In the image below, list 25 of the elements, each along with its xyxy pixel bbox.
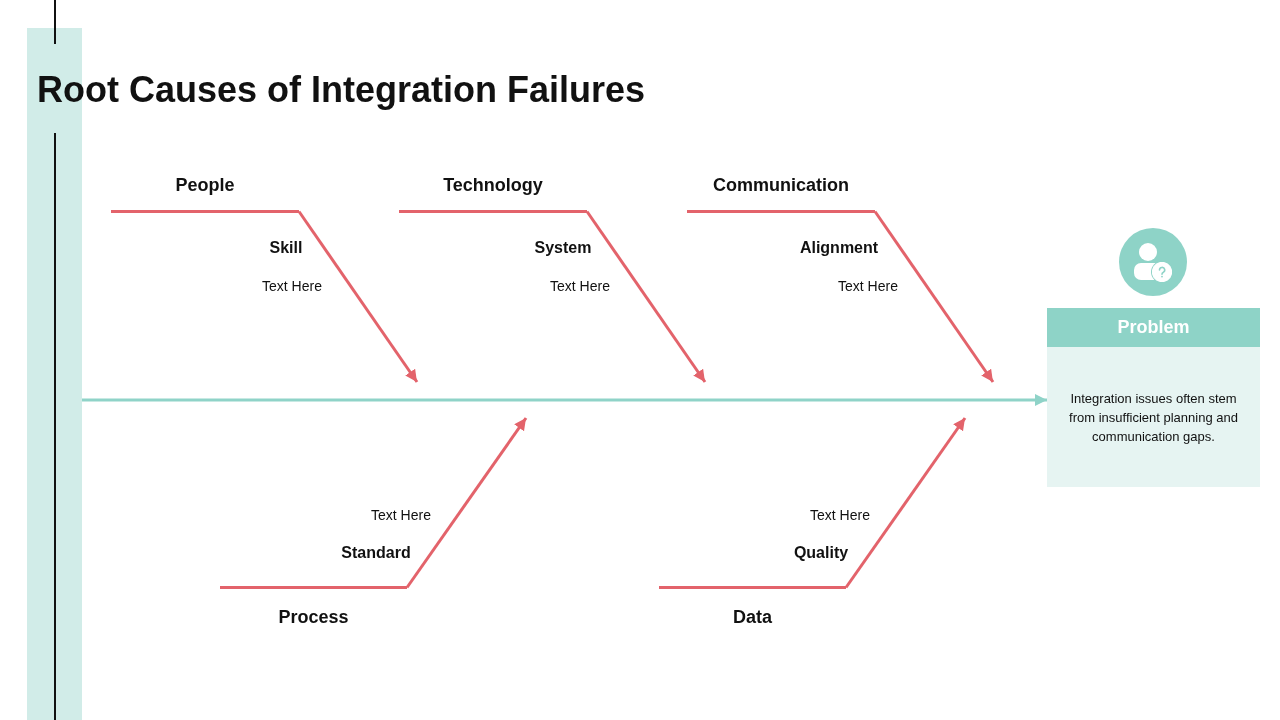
branch-arrow xyxy=(585,210,707,383)
problem-card xyxy=(1047,308,1260,487)
branch-arrow xyxy=(405,417,528,589)
branch-arrow xyxy=(873,210,995,383)
category-label: Technology xyxy=(443,174,543,196)
spine-arrow xyxy=(82,394,1047,406)
branch-arrow xyxy=(297,210,419,383)
placeholder-text: Text Here xyxy=(550,277,610,295)
placeholder-text: Text Here xyxy=(838,277,898,295)
category-label: Process xyxy=(278,606,349,628)
category-label: Communication xyxy=(713,174,849,196)
problem-description: Integration issues often stem from insufficient planning and communication gaps. xyxy=(1068,389,1239,446)
sub-cause-label: Alignment xyxy=(799,238,879,258)
placeholder-text: Text Here xyxy=(810,506,870,524)
category-label: People xyxy=(175,174,235,196)
sub-cause-label: Quality xyxy=(793,543,849,563)
placeholder-text: Text Here xyxy=(371,506,431,524)
sub-cause-label: Standard xyxy=(341,543,411,563)
sub-cause-label: Skill xyxy=(269,238,303,258)
card-header: Problem xyxy=(1047,308,1260,347)
sub-cause-label: System xyxy=(534,238,592,258)
branch-arrow xyxy=(844,417,967,589)
category-label: Data xyxy=(733,606,772,628)
placeholder-text: Text Here xyxy=(262,277,322,295)
title: Root Causes of Integration Failures xyxy=(37,69,646,111)
